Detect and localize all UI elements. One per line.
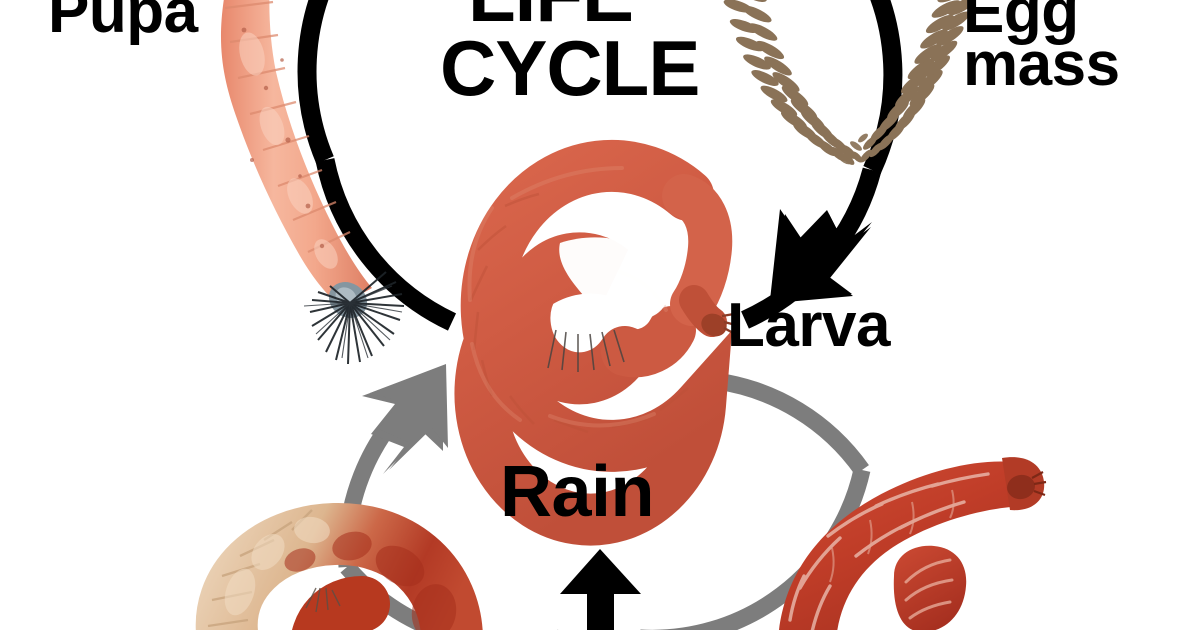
label-larva: Larva: [727, 291, 890, 360]
title-cycle: CYCLE: [440, 24, 700, 112]
egg-mass-image: [723, 0, 977, 165]
pupa-image: [221, 0, 405, 365]
label-pupa: Pupa: [48, 0, 198, 46]
label-rain: Rain: [500, 452, 655, 532]
rain-up-arrow: [560, 549, 641, 630]
title-life: LIFE: [468, 0, 634, 33]
larva-red-image: [779, 457, 1047, 630]
label-egg: Egg: [963, 0, 1079, 46]
label-egg-mass: mass: [963, 30, 1120, 99]
larva-pale-image: [195, 502, 483, 630]
